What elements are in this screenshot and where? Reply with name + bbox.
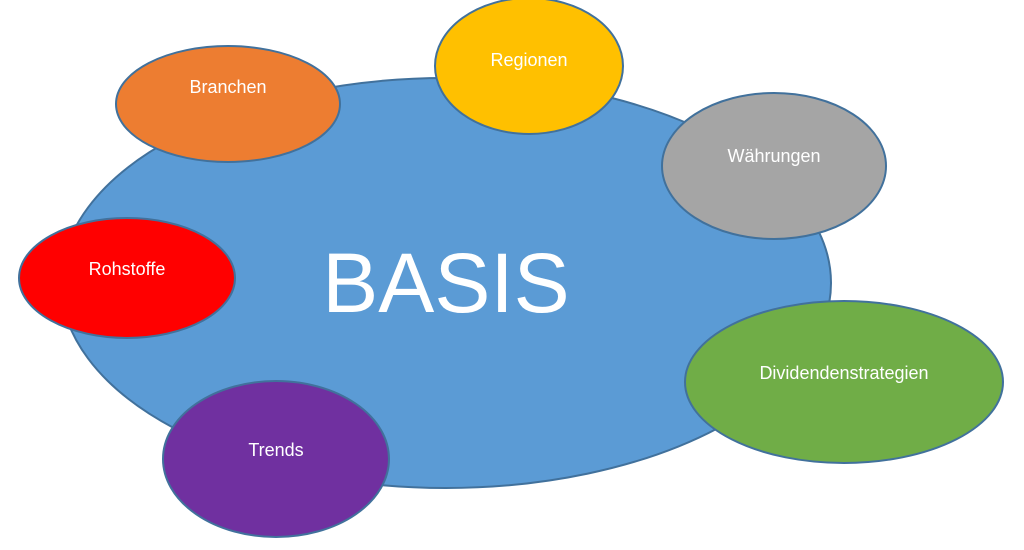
bubble-trends: Trends — [162, 380, 390, 538]
bubble-rohstoffe: Rohstoffe — [18, 217, 236, 339]
bubble-label-regionen: Regionen — [490, 50, 567, 70]
bubble-branchen: Branchen — [115, 45, 341, 163]
bubble-ellipse-dividendenstrategien — [684, 300, 1004, 464]
center-label: BASIS — [322, 236, 569, 330]
bubble-label-waehrungen: Währungen — [727, 146, 820, 166]
bubble-ellipse-rohstoffe — [18, 217, 236, 339]
bubble-dividendenstrategien: Dividendenstrategien — [684, 300, 1004, 464]
bubble-regionen: Regionen — [434, 0, 624, 135]
bubble-label-rohstoffe: Rohstoffe — [89, 259, 166, 279]
bubble-waehrungen: Währungen — [661, 92, 887, 240]
bubble-ellipse-regionen — [434, 0, 624, 135]
bubble-ellipse-trends — [162, 380, 390, 538]
bubble-label-dividendenstrategien: Dividendenstrategien — [759, 363, 928, 383]
bubble-label-branchen: Branchen — [189, 77, 266, 97]
bubble-ellipse-waehrungen — [661, 92, 887, 240]
bubble-ellipse-branchen — [115, 45, 341, 163]
bubble-label-trends: Trends — [248, 440, 303, 460]
